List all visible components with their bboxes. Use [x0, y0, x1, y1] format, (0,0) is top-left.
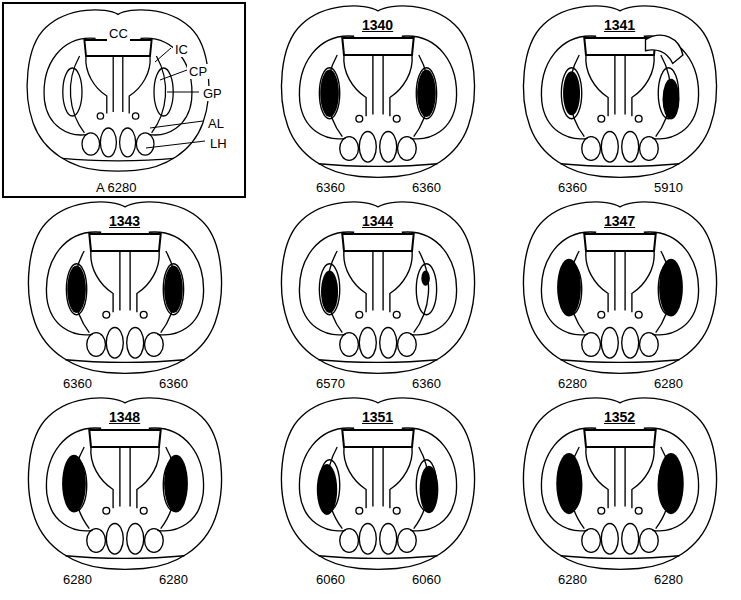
- structure-label: CP: [187, 64, 209, 79]
- structure-label: LH: [208, 136, 229, 151]
- section-level: 6360: [410, 180, 443, 195]
- section-level: 6360: [61, 376, 94, 391]
- section-level: 6280: [652, 572, 685, 587]
- section-level: 6280: [157, 572, 190, 587]
- animal-number: 1341: [602, 18, 637, 33]
- section-level: 6360: [314, 180, 347, 195]
- section-level: 6280: [556, 572, 589, 587]
- structure-label: IC: [173, 42, 190, 57]
- section-level: 6280: [652, 376, 685, 391]
- section-level: 6280: [556, 376, 589, 391]
- inset-frame: CC IC CP GP AL LH A 6280: [2, 2, 246, 198]
- section-level: A 6280: [94, 180, 139, 195]
- structure-label: CC: [107, 26, 130, 41]
- section-level: 6360: [556, 180, 589, 195]
- section-level: 6570: [314, 376, 347, 391]
- animal-number: 1344: [360, 214, 395, 229]
- animal-number: 1340: [360, 18, 395, 33]
- section-level: 6360: [410, 376, 443, 391]
- animal-number: 1351: [360, 410, 395, 425]
- section-level: 6280: [61, 572, 94, 587]
- section-level: 6060: [314, 572, 347, 587]
- animal-number: 1352: [602, 410, 637, 425]
- animal-number: 1347: [602, 214, 637, 229]
- section-level: 6360: [157, 376, 190, 391]
- structure-label: AL: [206, 116, 226, 131]
- structure-label: GP: [201, 86, 224, 101]
- section-level: 6060: [410, 572, 443, 587]
- animal-number: 1343: [107, 214, 142, 229]
- animal-number: 1348: [107, 410, 142, 425]
- section-level: 5910: [652, 180, 685, 195]
